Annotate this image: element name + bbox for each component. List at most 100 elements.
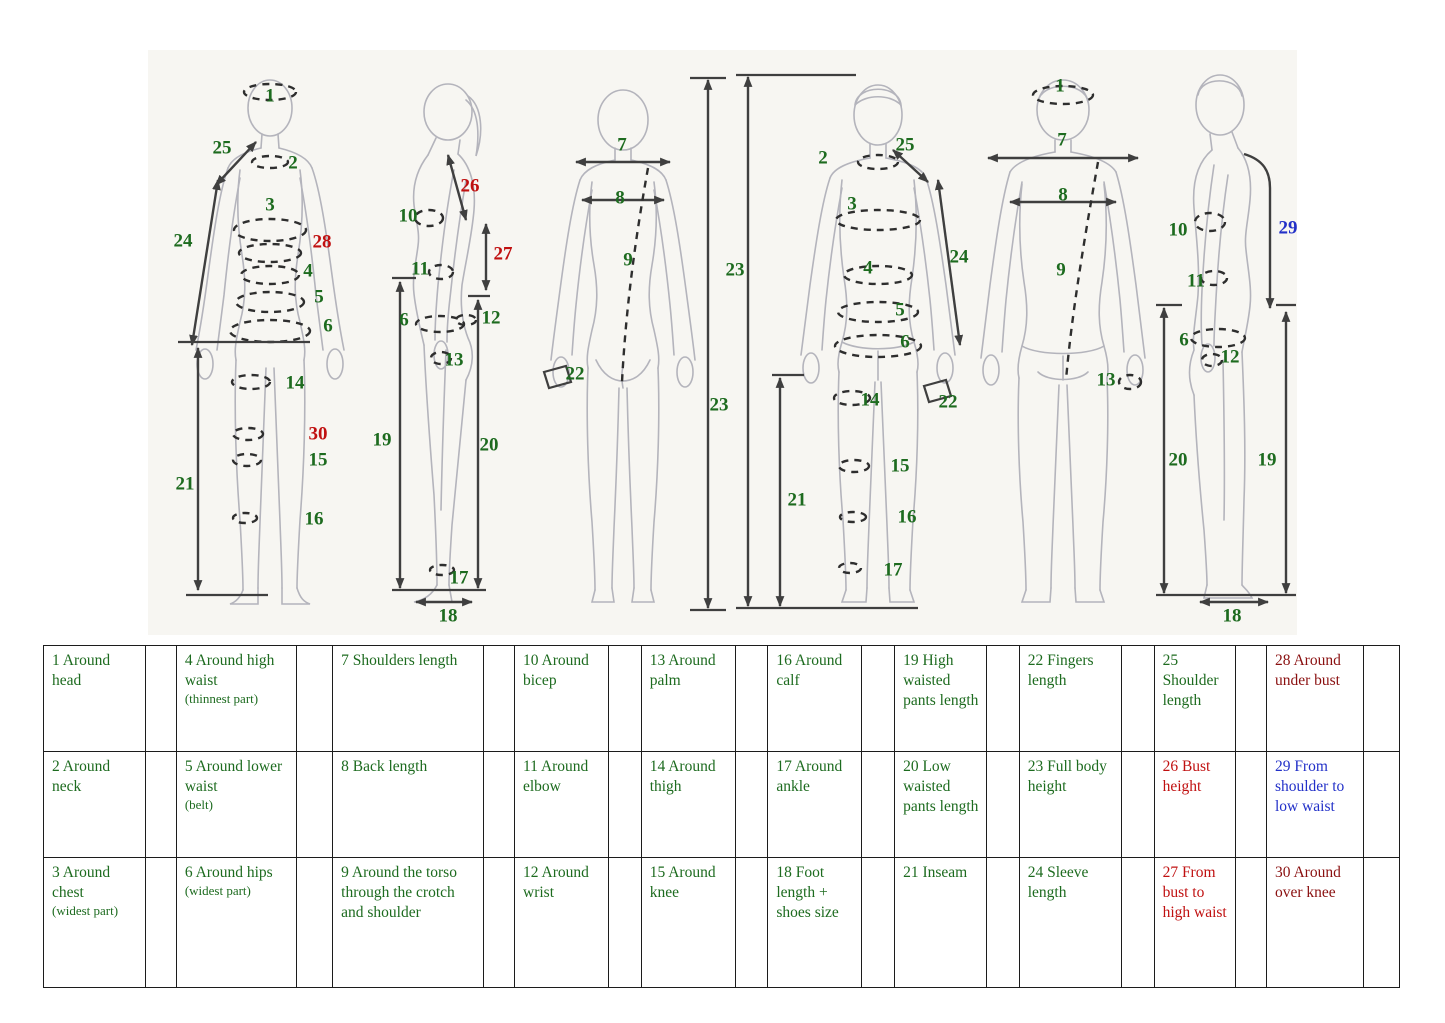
measure-number-11: 11 xyxy=(411,258,429,280)
measurement-label: 13 Around palm xyxy=(649,652,716,690)
value-cell xyxy=(1235,645,1267,752)
measurement-cell-8: 8 Back length xyxy=(332,751,485,858)
measurement-cell-15: 15 Around knee xyxy=(640,857,736,988)
value-cell xyxy=(145,645,177,752)
measurement-label: 2 Around neck xyxy=(52,758,111,796)
measure-number-24: 24 xyxy=(173,230,193,252)
side-female-figure xyxy=(392,83,491,607)
measure-number-6: 6 xyxy=(323,315,333,337)
measure-number-11: 11 xyxy=(1187,270,1205,292)
measure-number-19: 19 xyxy=(1257,449,1277,471)
value-cell xyxy=(608,857,642,988)
measure-number-30: 30 xyxy=(308,423,328,445)
measure-number-22: 22 xyxy=(938,391,958,413)
measurement-label: 29 From shoulder to low waist xyxy=(1274,758,1345,816)
measure-number-29: 29 xyxy=(1278,217,1298,239)
measurement-cell-23: 23 Full body height xyxy=(1018,751,1122,858)
measure-number-16: 16 xyxy=(897,506,917,528)
value-cell xyxy=(483,857,515,988)
figures-sketch xyxy=(178,73,1296,612)
table-row: 3 Around chest(widest part)6 Around hips… xyxy=(42,857,1400,988)
value-cell xyxy=(986,645,1020,752)
measure-number-18: 18 xyxy=(1222,605,1242,627)
measurement-cell-5: 5 Around lower waist(belt) xyxy=(175,751,298,858)
measure-number-5: 5 xyxy=(895,299,905,321)
measurement-cell-13: 13 Around palm xyxy=(640,645,736,752)
measure-number-20: 20 xyxy=(479,434,499,456)
measurement-label: 28 Around under bust xyxy=(1274,652,1341,690)
measure-number-6: 6 xyxy=(900,331,910,353)
measure-number-9: 9 xyxy=(623,249,633,271)
value-cell xyxy=(861,751,896,858)
value-cell xyxy=(861,645,896,752)
measurement-cell-9: 9 Around the torso through the crotch an… xyxy=(332,857,485,988)
measurement-cell-10: 10 Around bicep xyxy=(514,645,609,752)
measurement-note: (belt) xyxy=(184,797,213,813)
measure-number-22: 22 xyxy=(565,363,585,385)
measure-number-1: 1 xyxy=(265,85,275,107)
measure-number-8: 8 xyxy=(1058,184,1068,206)
measure-number-21: 21 xyxy=(787,489,807,511)
measure-number-12: 12 xyxy=(481,307,501,329)
measurement-cell-1: 1 Around head xyxy=(42,645,147,752)
measurement-label: 3 Around chest xyxy=(52,864,111,902)
measure-number-24: 24 xyxy=(949,246,969,268)
measurement-cell-7: 7 Shoulders length xyxy=(332,645,485,752)
measurement-cell-6: 6 Around hips(widest part) xyxy=(175,857,298,988)
measure-number-4: 4 xyxy=(303,260,313,282)
back-male-figure xyxy=(980,79,1146,603)
measurement-note: (widest part) xyxy=(52,903,119,919)
measurement-label: 16 Around calf xyxy=(776,652,843,690)
measure-number-6: 6 xyxy=(1179,329,1189,351)
measure-number-6: 6 xyxy=(399,309,409,331)
value-cell xyxy=(1235,751,1267,858)
measurement-cell-11: 11 Around elbow xyxy=(514,751,609,858)
measurement-cell-3: 3 Around chest(widest part) xyxy=(42,857,147,988)
front-female-figure xyxy=(178,79,345,605)
measurement-label: 19 High waisted pants length xyxy=(903,652,979,710)
measure-number-25: 25 xyxy=(895,134,915,156)
measurement-cell-4: 4 Around high waist(thinnest part) xyxy=(175,645,298,752)
measure-number-8: 8 xyxy=(615,187,625,209)
measurement-cell-22: 22 Fingers length xyxy=(1018,645,1122,752)
value-cell xyxy=(145,857,177,988)
value-cell xyxy=(986,751,1020,858)
measurement-cell-29: 29 From shoulder to low waist xyxy=(1265,751,1365,858)
measurement-cell-19: 19 High waisted pants length xyxy=(894,645,988,752)
measurement-cell-24: 24 Sleeve length xyxy=(1018,857,1122,988)
measurement-label: 8 Back length xyxy=(341,758,428,775)
value-cell xyxy=(296,751,334,858)
table-row: 1 Around head 4 Around high waist(thinnes… xyxy=(42,645,1400,752)
value-cell xyxy=(861,857,896,988)
measure-number-2: 2 xyxy=(288,152,298,174)
value-cell xyxy=(734,645,769,752)
measurement-label: 24 Sleeve length xyxy=(1027,864,1089,902)
measurement-label: 20 Low waisted pants length xyxy=(903,758,979,816)
measure-number-17: 17 xyxy=(883,559,903,581)
measure-number-27: 27 xyxy=(493,243,513,265)
measurement-label: 12 Around wrist xyxy=(523,864,589,902)
measure-number-10: 10 xyxy=(398,205,418,227)
value-cell xyxy=(1235,857,1267,988)
measurement-label: 27 From bust to high waist xyxy=(1162,864,1227,922)
measure-number-7: 7 xyxy=(1057,129,1067,151)
measurement-cell-20: 20 Low waisted pants length xyxy=(894,751,988,858)
value-cell xyxy=(1363,751,1400,858)
measurement-cell-18: 18 Foot length + shoes size xyxy=(767,857,863,988)
measure-number-2: 2 xyxy=(818,147,828,169)
value-cell xyxy=(608,751,642,858)
measurement-cell-27: 27 From bust to high waist xyxy=(1153,857,1237,988)
measure-number-17: 17 xyxy=(449,567,469,589)
measure-number-23: 23 xyxy=(709,394,729,416)
measurement-cell-17: 17 Around ankle xyxy=(767,751,863,858)
measure-number-7: 7 xyxy=(617,134,627,156)
measurement-label: 21 Inseam xyxy=(903,864,968,881)
front-male-figure xyxy=(736,73,964,610)
measure-number-16: 16 xyxy=(304,508,324,530)
measurement-cell-21: 21 Inseam xyxy=(894,857,988,988)
measurement-cell-16: 16 Around calf xyxy=(767,645,863,752)
measurement-note: (widest part) xyxy=(184,883,251,899)
